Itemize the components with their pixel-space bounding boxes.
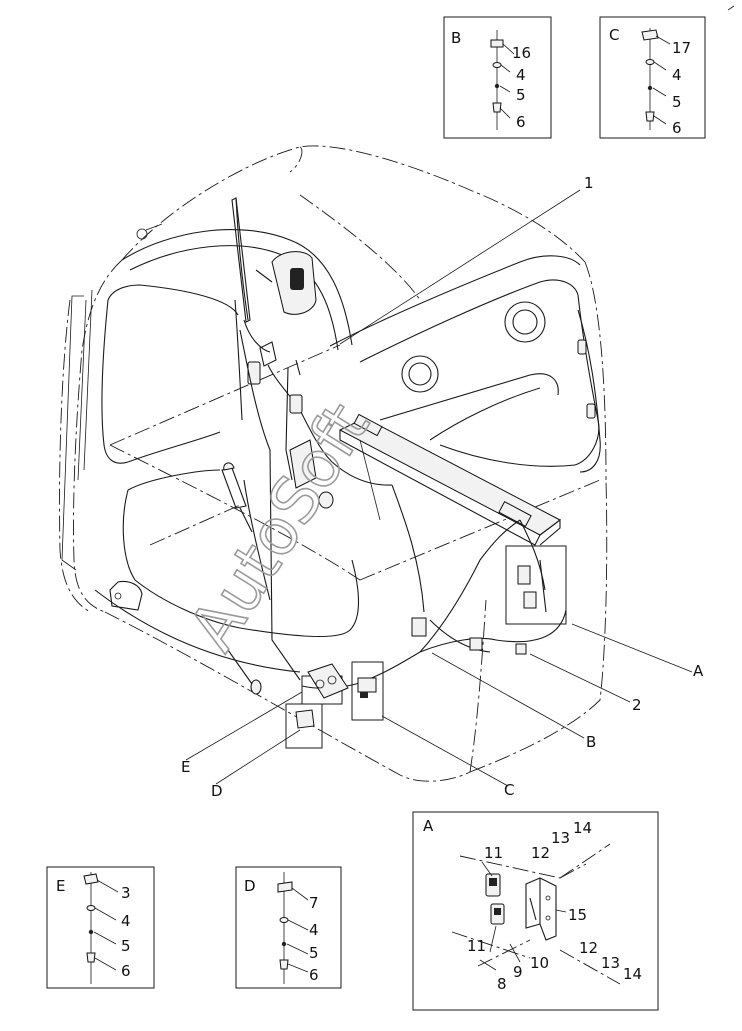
watermark: AutoSoft xyxy=(176,391,384,663)
detail-B-label-6: 6 xyxy=(516,113,526,131)
callout-1: 1 xyxy=(584,174,594,192)
harness-main xyxy=(221,309,601,695)
detail-D-label-7: 7 xyxy=(309,894,319,912)
corner-mark xyxy=(727,5,735,11)
detail-E-label-5: 5 xyxy=(121,937,131,955)
detail-B-label-5: 5 xyxy=(516,86,526,104)
detail-box-A: A 11 12 13 14 15 11 12 13 14 8 xyxy=(412,811,659,1011)
detail-A-label-9: 9 xyxy=(513,963,523,981)
callout-2: 2 xyxy=(632,696,642,714)
detail-A-title: A xyxy=(423,817,434,835)
detail-B-label-4: 4 xyxy=(516,66,526,84)
detail-D-label-5: 5 xyxy=(309,944,319,962)
detail-E-title: E xyxy=(56,877,65,895)
detail-box-B: B 16 4 5 6 xyxy=(443,16,552,139)
callout-D: D xyxy=(211,782,223,800)
detail-E-label-3: 3 xyxy=(121,884,131,902)
detail-box-D: D 7 4 5 6 xyxy=(235,866,342,989)
detail-A-label-11-top: 11 xyxy=(484,844,503,862)
detail-C-title: C xyxy=(609,26,619,44)
detail-box-E: E 3 4 5 6 xyxy=(46,866,155,989)
connector-box-E xyxy=(301,663,349,705)
detail-B-label-16: 16 xyxy=(512,44,531,62)
detail-A-label-15: 15 xyxy=(568,906,587,924)
detail-A-label-8: 8 xyxy=(497,975,507,993)
detail-B-title: B xyxy=(451,29,461,47)
cab-outline xyxy=(59,145,608,782)
detail-D-label-4: 4 xyxy=(309,921,319,939)
connector-box-D xyxy=(285,703,323,749)
detail-C-label-6: 6 xyxy=(672,119,682,137)
detail-A-label-10: 10 xyxy=(530,954,549,972)
detail-A-label-12-bottom: 12 xyxy=(579,939,598,957)
detail-C-label-5: 5 xyxy=(672,93,682,111)
callout-E: E xyxy=(181,758,190,776)
callout-A: A xyxy=(693,662,704,680)
detail-C-label-17: 17 xyxy=(672,39,691,57)
console-unit xyxy=(338,413,561,546)
work-lamp xyxy=(136,223,317,315)
detail-box-C: C 17 4 5 6 xyxy=(599,16,706,139)
callout-B: B xyxy=(586,733,596,751)
wiper-assembly xyxy=(231,197,271,385)
detail-E-label-4: 4 xyxy=(121,912,131,930)
detail-A-label-14-bottom: 14 xyxy=(623,965,642,983)
connector-box-A xyxy=(505,545,567,625)
detail-A-label-14-top: 14 xyxy=(573,819,592,837)
detail-C-label-4: 4 xyxy=(672,66,682,84)
detail-A-label-13-bottom: 13 xyxy=(601,954,620,972)
detail-A-label-12-top: 12 xyxy=(531,844,550,862)
detail-D-label-6: 6 xyxy=(309,966,319,984)
detail-A-label-13-top: 13 xyxy=(551,829,570,847)
callout-C: C xyxy=(504,781,514,799)
detail-A-label-11-bottom: 11 xyxy=(467,937,486,955)
leader-lines xyxy=(185,189,693,787)
detail-E-label-6: 6 xyxy=(121,962,131,980)
detail-D-title: D xyxy=(244,877,256,895)
connector-box-B xyxy=(411,617,527,655)
connector-box-C xyxy=(351,661,384,721)
